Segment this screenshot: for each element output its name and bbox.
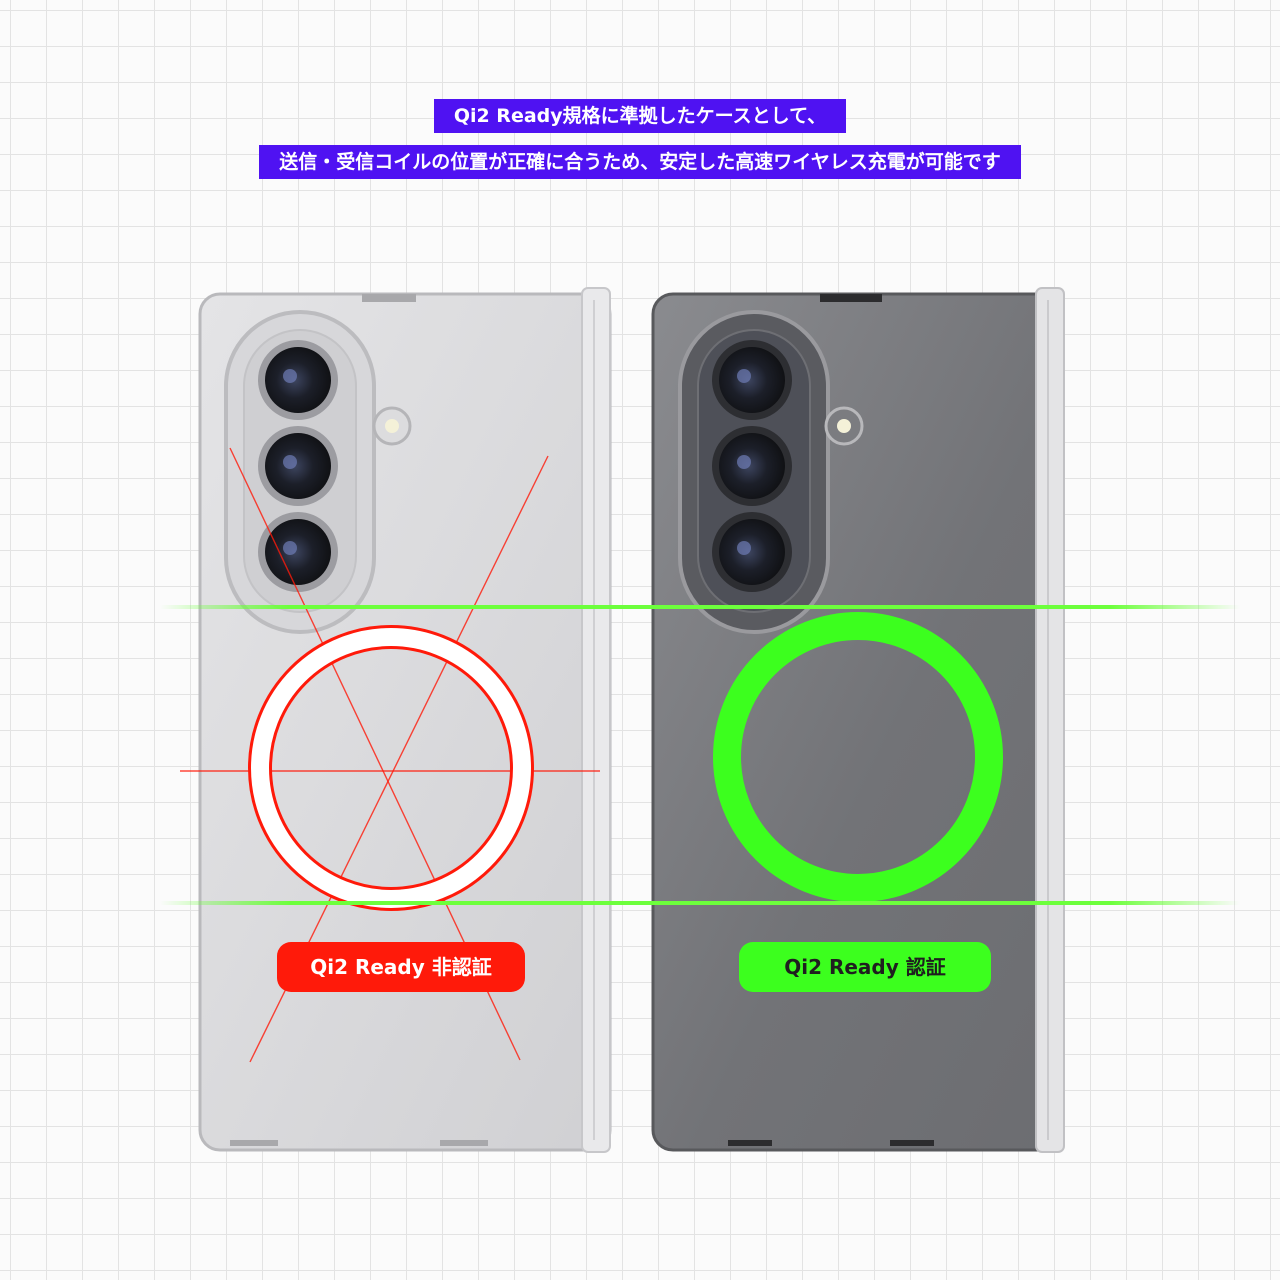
headline-line-2: 送信・受信コイルの位置が正確に合うため、安定した高速ワイヤレス充電が可能です bbox=[259, 145, 1021, 179]
badge-not-certified: Qi2 Ready 非認証 bbox=[277, 942, 525, 992]
phone-left-hinge bbox=[581, 287, 611, 1153]
phone-right-hinge bbox=[1035, 287, 1065, 1153]
aligned-ring-right bbox=[713, 612, 1003, 902]
phone-left bbox=[180, 287, 612, 1153]
headline-line-2-wrap: 送信・受信コイルの位置が正確に合うため、安定した高速ワイヤレス充電が可能です bbox=[0, 145, 1280, 179]
badge-certified: Qi2 Ready 認証 bbox=[739, 942, 991, 992]
headline-line-1: Qi2 Ready規格に準拠したケースとして、 bbox=[433, 99, 847, 133]
headline-line-1-wrap: Qi2 Ready規格に準拠したケースとして、 bbox=[0, 99, 1280, 133]
guide-line-bottom bbox=[160, 901, 1240, 905]
guide-line-top bbox=[160, 605, 1240, 609]
phone-right bbox=[651, 287, 1065, 1153]
misaligned-coil-marker bbox=[180, 447, 600, 1063]
